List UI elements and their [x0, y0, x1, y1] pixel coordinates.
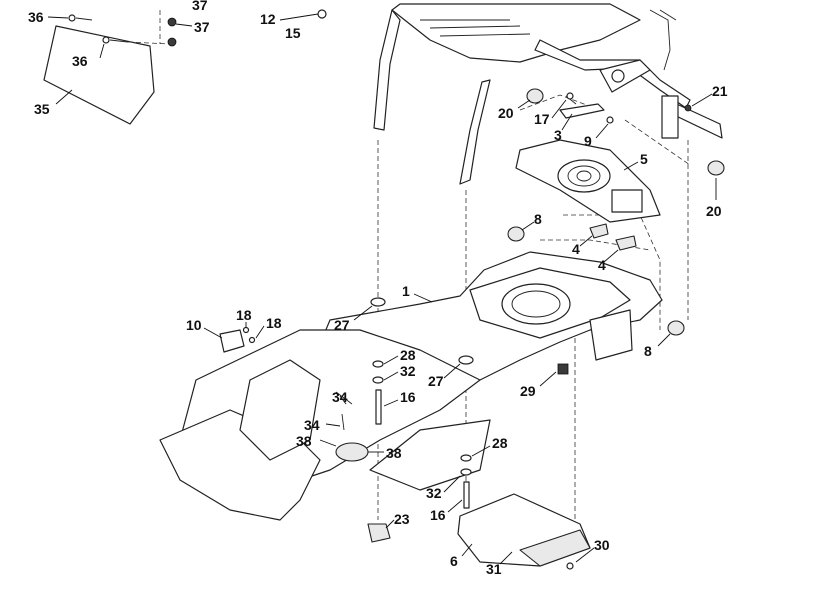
bushing-20-upper [526, 88, 544, 104]
callout-29: 29 [520, 383, 536, 399]
washer-28b [460, 454, 472, 462]
bolt-16b [463, 481, 470, 509]
callout-38-left: 38 [296, 433, 312, 449]
callout-35: 35 [34, 101, 50, 117]
screw-15 [317, 9, 327, 19]
callout-1: 1 [402, 283, 410, 299]
washer-32a [372, 376, 384, 384]
leader-lines [47, 13, 717, 565]
callout-23: 23 [394, 511, 410, 527]
callout-32-upper: 32 [400, 363, 416, 379]
bushing-20-right [707, 160, 725, 176]
callout-37-top: 37 [192, 0, 208, 13]
bushing-23 [367, 523, 391, 543]
callout-15: 15 [285, 25, 301, 41]
callout-5: 5 [640, 151, 648, 167]
callout-18-right: 18 [266, 315, 282, 331]
nut-37 [159, 10, 177, 47]
callout-4-right: 4 [598, 257, 606, 273]
callout-16-lower: 16 [430, 507, 446, 523]
callout-36-top: 36 [28, 9, 44, 25]
callout-20-right: 20 [706, 203, 722, 219]
callout-8-top: 8 [534, 211, 542, 227]
bushing-8-top [507, 226, 525, 242]
washer-27b [458, 355, 474, 365]
callout-28-upper: 28 [400, 347, 416, 363]
callout-31: 31 [486, 561, 502, 577]
pin-4a [589, 223, 609, 239]
callout-20-upper: 20 [498, 105, 514, 121]
bushing-8-right [667, 320, 685, 336]
callout-21: 21 [712, 83, 728, 99]
chassis-frame [159, 251, 663, 521]
callout-27-left: 27 [334, 317, 350, 333]
callout-32-lower: 32 [426, 485, 442, 501]
clip-29 [557, 363, 569, 375]
screw-18a [242, 326, 250, 334]
callout-30: 30 [594, 537, 610, 553]
callout-labels: 36 37 37 12 15 36 35 21 20 17 3 9 5 20 8… [28, 0, 728, 577]
callout-36: 36 [72, 53, 88, 69]
screw-30 [566, 562, 574, 570]
callout-18-top: 18 [236, 307, 252, 323]
callout-12: 12 [260, 11, 276, 27]
callout-28-lower: 28 [492, 435, 508, 451]
callout-6: 6 [450, 553, 458, 569]
screw-18b [248, 336, 256, 344]
seat-plate [515, 139, 661, 223]
bolt-17 [566, 92, 574, 100]
callout-38-right: 38 [386, 445, 402, 461]
plate-10 [219, 329, 245, 353]
callout-37: 37 [194, 19, 210, 35]
pin-4b [615, 235, 637, 251]
mud-flap-panel [43, 14, 171, 125]
bolt-16a [375, 389, 382, 425]
callout-17: 17 [534, 111, 550, 127]
callout-3: 3 [554, 127, 562, 143]
washer-28a [372, 360, 384, 368]
bracket-3 [559, 95, 605, 119]
underside-shield [457, 493, 591, 567]
callout-34-lower: 34 [304, 417, 320, 433]
callout-8-right: 8 [644, 343, 652, 359]
washer-27a [370, 297, 386, 307]
alignment-lines [377, 94, 691, 540]
callout-10: 10 [186, 317, 202, 333]
washer-32b [460, 468, 472, 476]
callout-34-upper: 34 [332, 389, 348, 405]
callout-16-upper: 16 [400, 389, 416, 405]
callout-9: 9 [584, 133, 592, 149]
callout-4-left: 4 [572, 241, 580, 257]
upper-frame [373, 3, 723, 185]
callout-27-right: 27 [428, 373, 444, 389]
nut-9 [606, 116, 614, 124]
nut-21 [684, 104, 692, 112]
bolt-34 [335, 391, 353, 431]
